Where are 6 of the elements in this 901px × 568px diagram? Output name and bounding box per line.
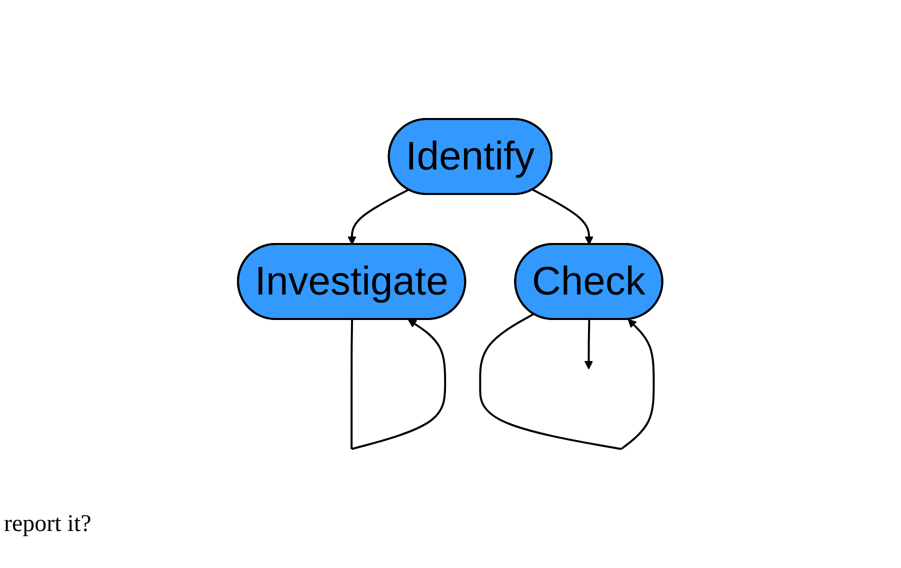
arrow	[348, 188, 410, 245]
note-text: report it?	[4, 511, 92, 538]
arrow	[350, 319, 446, 450]
arrow	[532, 188, 594, 245]
arrow	[480, 313, 656, 450]
arrow	[584, 319, 594, 370]
